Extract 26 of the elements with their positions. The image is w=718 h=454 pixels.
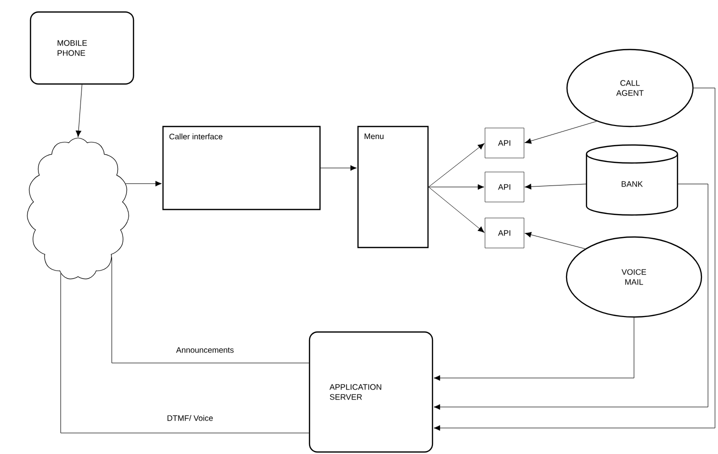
arrow [434,184,708,410]
ellipse-node: VOICE MAIL [566,236,702,318]
ellipse-node: CALL AGENT [566,48,694,128]
arrow [428,186,484,233]
process-box: Caller interface [162,126,321,210]
arrow [524,232,586,249]
arrow [320,165,357,171]
api-box: API [484,128,524,158]
edge-label: Announcements [175,346,235,354]
node-label: BANK [622,181,643,187]
rounded-box: APPLICATION SERVER [308,331,434,453]
arrow [428,143,484,188]
api-box: API [484,172,524,202]
arrow [524,184,586,190]
arrow [428,184,484,190]
edge-label: DTMF/ Voice [166,414,214,422]
network-cloud [26,138,130,280]
arrow [125,180,162,186]
arrow [434,317,634,381]
rounded-box: MOBILE PHONE [30,11,134,85]
process-box: Menu [357,126,429,248]
arrow [76,84,82,138]
api-box: API [484,218,524,248]
arrow [434,88,716,431]
arrow [524,121,597,144]
database-cylinder: BANK [586,144,678,216]
